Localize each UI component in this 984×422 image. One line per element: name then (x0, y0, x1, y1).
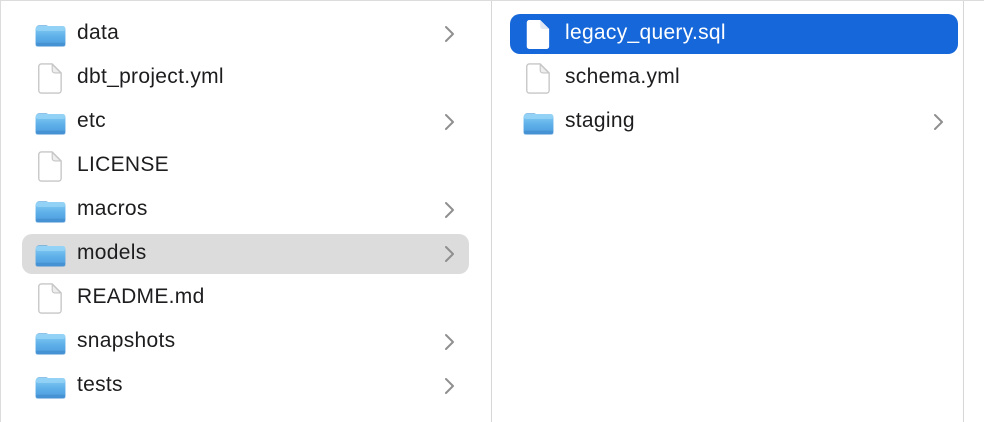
item-label: README.md (77, 285, 205, 308)
file-column-3 (964, 1, 984, 422)
chevron-right-icon (444, 245, 455, 263)
item-schema-yml[interactable]: schema.yml (510, 58, 958, 98)
item-data[interactable]: data (22, 14, 469, 54)
item-label: staging (565, 109, 635, 132)
item-label: models (77, 241, 147, 264)
file-column-1: data dbt_project.yml etc LICENSE macros … (1, 1, 491, 422)
item-models-selected[interactable]: models (22, 234, 469, 274)
document-icon (33, 150, 67, 182)
folder-icon (33, 106, 67, 138)
item-label: tests (77, 373, 123, 396)
item-label: schema.yml (565, 65, 681, 88)
item-label: legacy_query.sql (565, 21, 726, 44)
chevron-right-icon (444, 377, 455, 395)
folder-icon (521, 106, 555, 138)
item-tests[interactable]: tests (22, 366, 469, 406)
chevron-right-icon (444, 333, 455, 351)
folder-icon (33, 18, 67, 50)
folder-icon (33, 238, 67, 270)
chevron-right-icon (444, 25, 455, 43)
chevron-right-icon (444, 113, 455, 131)
document-icon (521, 18, 555, 50)
item-license[interactable]: LICENSE (22, 146, 469, 186)
item-label: data (77, 21, 120, 44)
item-snapshots[interactable]: snapshots (22, 322, 469, 362)
chevron-right-icon (444, 201, 455, 219)
file-column-2: legacy_query.sql schema.yml staging (492, 1, 963, 422)
document-icon (521, 62, 555, 94)
item-etc[interactable]: etc (22, 102, 469, 142)
folder-icon (33, 194, 67, 226)
folder-icon (33, 370, 67, 402)
item-label: dbt_project.yml (77, 65, 224, 88)
item-staging[interactable]: staging (510, 102, 958, 142)
item-readme-md[interactable]: README.md (22, 278, 469, 318)
item-label: LICENSE (77, 153, 169, 176)
document-icon (33, 282, 67, 314)
item-label: macros (77, 197, 148, 220)
item-macros[interactable]: macros (22, 190, 469, 230)
folder-icon (33, 326, 67, 358)
document-icon (33, 62, 67, 94)
item-legacy-query-sql-selected[interactable]: legacy_query.sql (510, 14, 958, 54)
column-divider[interactable] (491, 1, 492, 422)
item-label: snapshots (77, 329, 176, 352)
item-label: etc (77, 109, 106, 132)
column-divider[interactable] (963, 1, 964, 422)
chevron-right-icon (933, 113, 944, 131)
item-dbt-project-yml[interactable]: dbt_project.yml (22, 58, 469, 98)
